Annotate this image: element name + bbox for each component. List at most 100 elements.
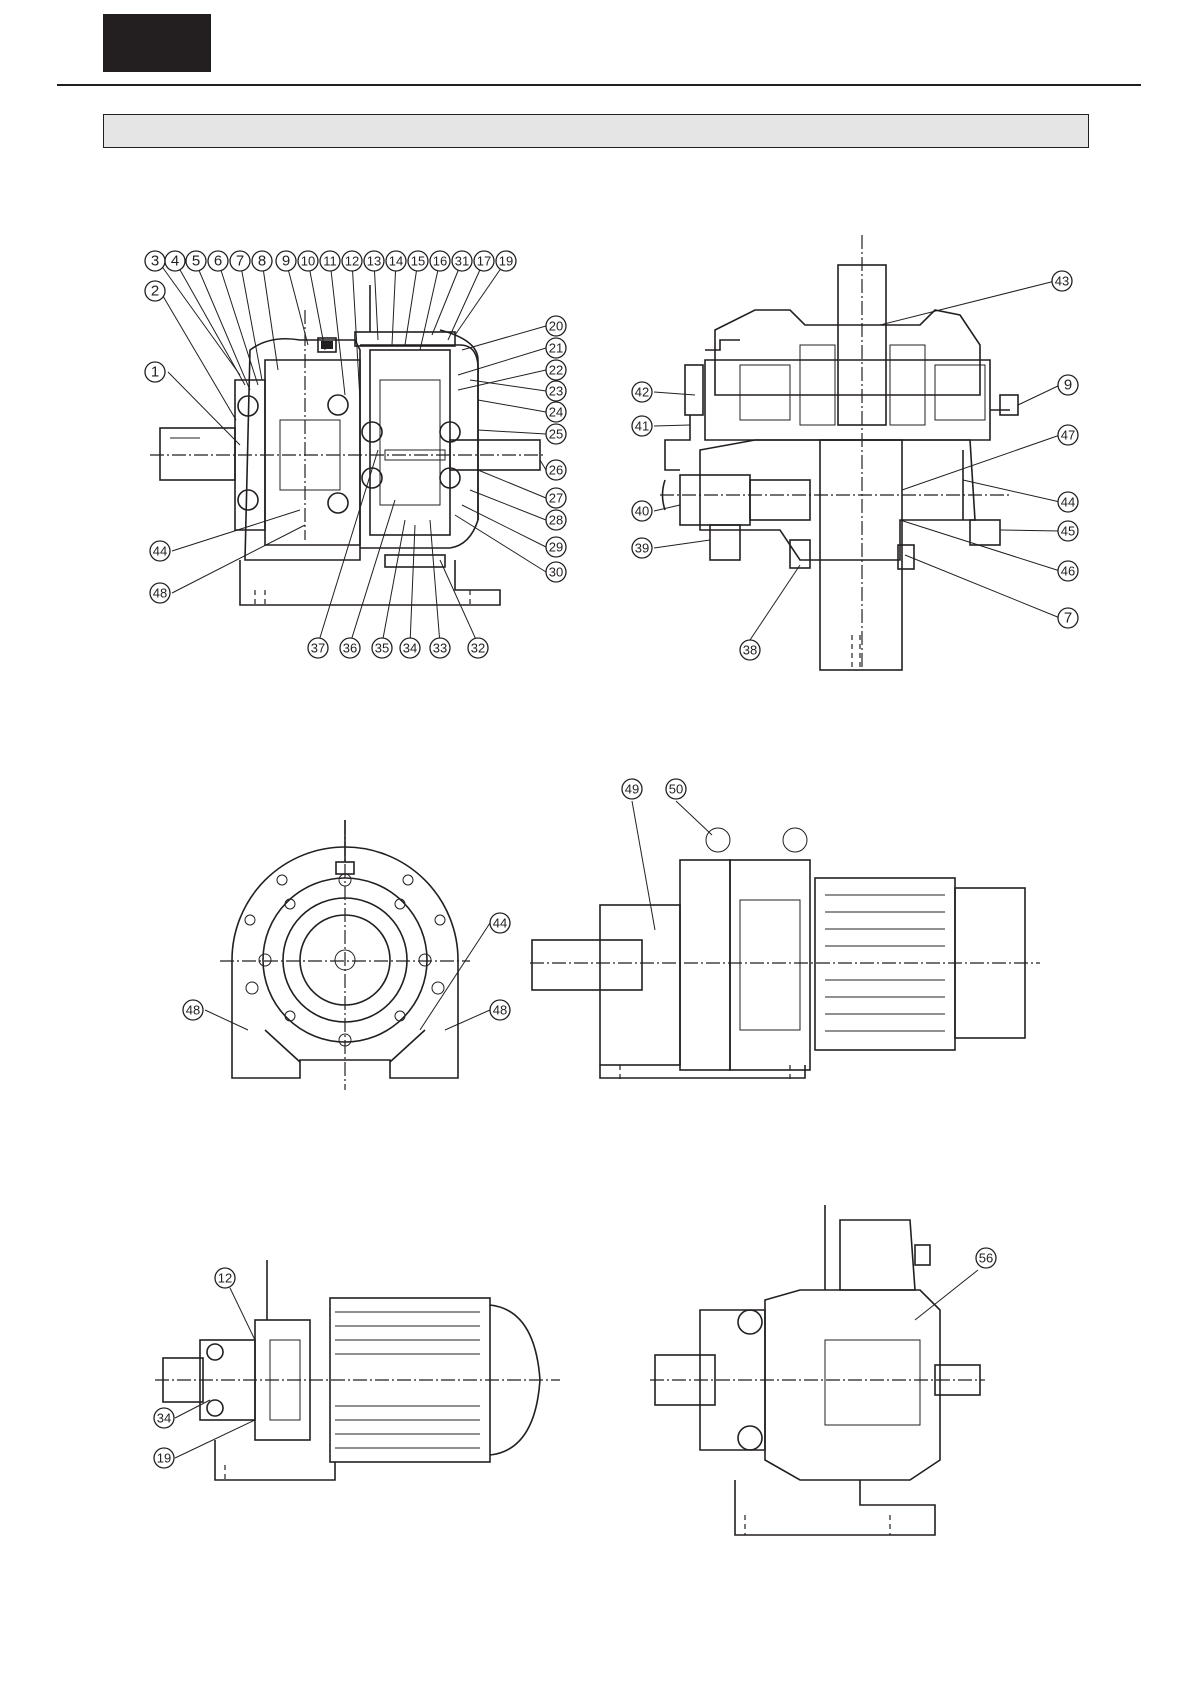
svg-text:36: 36: [343, 641, 357, 656]
svg-text:25: 25: [549, 427, 563, 442]
callout-45: 45: [1058, 521, 1078, 541]
svg-text:56: 56: [979, 1251, 993, 1266]
svg-text:34: 34: [403, 641, 417, 656]
svg-text:2: 2: [151, 283, 159, 300]
callout-11: 11: [320, 251, 340, 271]
svg-text:1: 1: [151, 364, 159, 381]
callout-20: 20: [546, 316, 566, 336]
callout-7: 7: [230, 251, 250, 271]
callout-48: 48: [150, 583, 170, 603]
svg-text:26: 26: [549, 463, 563, 478]
callout-44c: 44: [490, 913, 510, 933]
callout-2: 2: [145, 281, 165, 301]
callout-36: 36: [340, 638, 360, 658]
callout-23: 23: [546, 381, 566, 401]
callout-15: 15: [408, 251, 428, 271]
svg-text:49: 49: [625, 782, 639, 797]
callout-40: 40: [632, 501, 652, 521]
svg-text:22: 22: [549, 363, 563, 378]
svg-text:41: 41: [635, 419, 649, 434]
callout-32: 32: [468, 638, 488, 658]
callout-29: 29: [546, 537, 566, 557]
svg-text:46: 46: [1061, 564, 1075, 579]
callout-49: 49: [622, 779, 642, 799]
svg-text:44: 44: [153, 544, 167, 559]
svg-text:28: 28: [549, 513, 563, 528]
svg-text:33: 33: [433, 641, 447, 656]
svg-text:9: 9: [282, 253, 290, 270]
callout-14: 14: [386, 251, 406, 271]
callout-13: 13: [364, 251, 384, 271]
svg-text:8: 8: [258, 253, 266, 270]
svg-text:6: 6: [214, 253, 222, 270]
callout-16: 16: [430, 251, 450, 271]
callout-27: 27: [546, 488, 566, 508]
svg-text:15: 15: [411, 254, 425, 269]
svg-text:23: 23: [549, 384, 563, 399]
callout-1: 1: [145, 362, 165, 382]
callout-9: 9: [276, 251, 296, 271]
svg-text:35: 35: [375, 641, 389, 656]
svg-text:3: 3: [151, 253, 159, 270]
svg-text:19: 19: [157, 1451, 171, 1466]
svg-text:48: 48: [186, 1003, 200, 1018]
svg-text:7: 7: [1064, 610, 1072, 627]
svg-text:42: 42: [635, 385, 649, 400]
callout-3: 3: [145, 251, 165, 271]
callout-19b: 19: [154, 1448, 174, 1468]
svg-text:20: 20: [549, 319, 563, 334]
sectional-view-vertical: 43 42 41 9 47 44 40 45 46 39 7 38: [632, 235, 1078, 670]
callout-44: 44: [150, 541, 170, 561]
callout-46: 46: [1058, 561, 1078, 581]
svg-text:9: 9: [1064, 377, 1072, 394]
callout-9b: 9: [1058, 375, 1078, 395]
callout-10: 10: [298, 251, 318, 271]
svg-text:30: 30: [549, 565, 563, 580]
callout-37: 37: [308, 638, 328, 658]
sectional-view-horizontal-foot: 1 2 3 4 5 6 7 8 9 10 11 12 13 14 15 16 3…: [145, 251, 566, 658]
svg-text:11: 11: [323, 254, 337, 269]
svg-text:47: 47: [1061, 428, 1075, 443]
svg-text:40: 40: [635, 504, 649, 519]
callout-21: 21: [546, 338, 566, 358]
callout-31: 31: [452, 251, 472, 271]
svg-text:13: 13: [367, 254, 381, 269]
callout-7b: 7: [1058, 608, 1078, 628]
svg-text:48: 48: [493, 1003, 507, 1018]
svg-text:39: 39: [635, 541, 649, 556]
callout-50: 50: [666, 779, 686, 799]
callout-30: 30: [546, 562, 566, 582]
callout-25: 25: [546, 424, 566, 444]
svg-text:21: 21: [549, 341, 563, 356]
callout-22: 22: [546, 360, 566, 380]
callout-34: 34: [400, 638, 420, 658]
callout-35: 35: [372, 638, 392, 658]
svg-text:31: 31: [455, 254, 469, 269]
svg-text:38: 38: [743, 643, 757, 658]
sectional-view-small-gearmotor: 12 34 19: [154, 1260, 560, 1480]
callout-34b: 34: [154, 1408, 174, 1428]
sectional-view-double-stage: 56: [650, 1205, 996, 1535]
callout-43: 43: [1052, 271, 1072, 291]
callout-48-left: 48: [183, 1000, 203, 1020]
callout-44b: 44: [1058, 492, 1078, 512]
callout-4: 4: [165, 251, 185, 271]
callout-47: 47: [1058, 425, 1078, 445]
callout-33: 33: [430, 638, 450, 658]
callout-19: 19: [496, 251, 516, 271]
svg-text:34: 34: [157, 1411, 171, 1426]
callout-26: 26: [546, 460, 566, 480]
svg-text:17: 17: [477, 254, 491, 269]
svg-text:7: 7: [236, 253, 244, 270]
svg-text:43: 43: [1055, 274, 1069, 289]
callout-12b: 12: [215, 1268, 235, 1288]
svg-text:24: 24: [549, 405, 563, 420]
callout-8: 8: [252, 251, 272, 271]
svg-text:44: 44: [493, 916, 507, 931]
svg-text:12: 12: [345, 254, 359, 269]
svg-text:29: 29: [549, 540, 563, 555]
svg-text:12: 12: [218, 1271, 232, 1286]
callout-39: 39: [632, 538, 652, 558]
side-view-gearmotor: 49 50: [530, 779, 1040, 1080]
callout-48-right: 48: [490, 1000, 510, 1020]
